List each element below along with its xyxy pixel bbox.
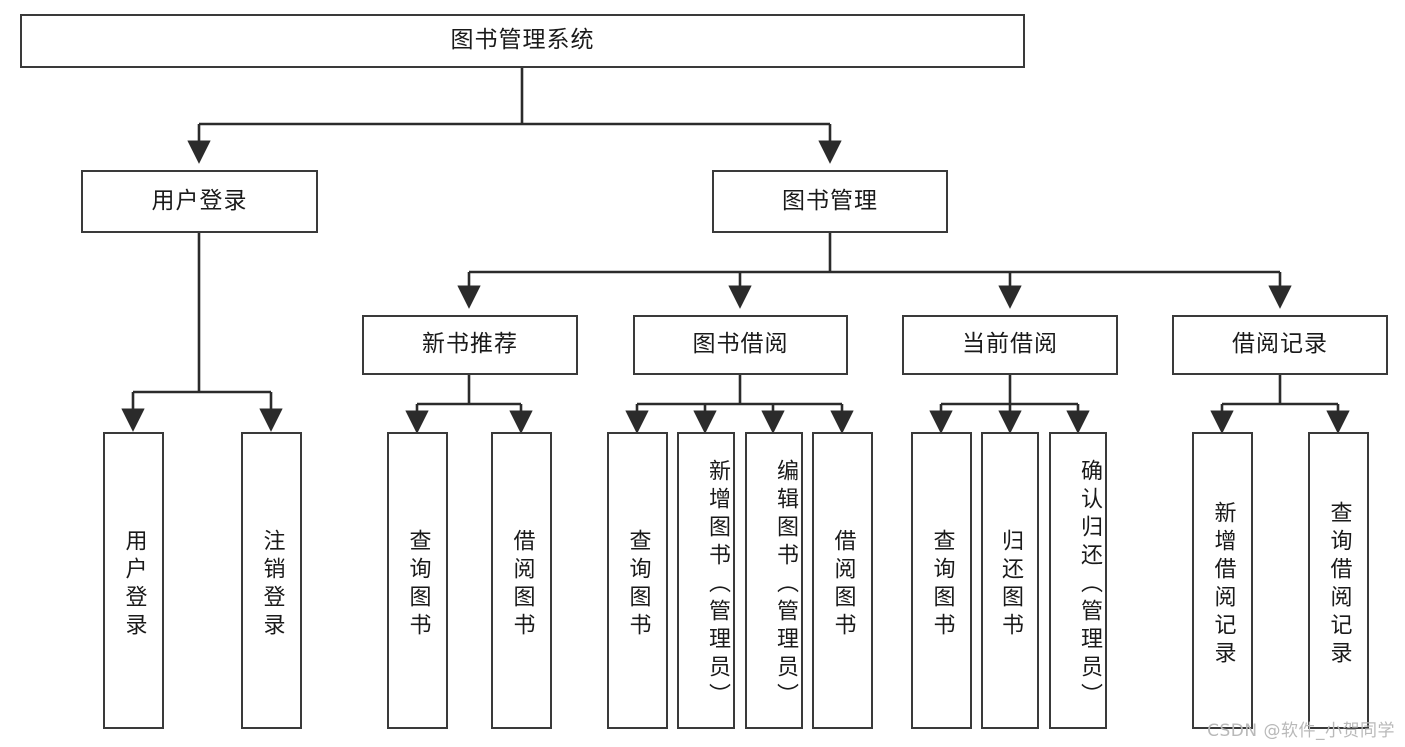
node-label: 借阅记录 (1232, 331, 1328, 358)
node-label: 用户登录 (121, 528, 147, 641)
node-label: 查询图书 (625, 528, 651, 641)
node-label: 新增借阅记录 (1210, 500, 1236, 669)
leaf-recommend-query-book[interactable]: 查询图书 (387, 432, 448, 729)
node-label: 查询图书 (405, 528, 431, 641)
csdn-watermark: CSDN @软件_小贺同学 (1207, 721, 1395, 741)
node-user-login[interactable]: 用户登录 (81, 170, 318, 233)
leaf-borrow-query-book[interactable]: 查询图书 (607, 432, 668, 729)
node-root-system[interactable]: 图书管理系统 (20, 14, 1025, 68)
node-book-borrow[interactable]: 图书借阅 (633, 315, 848, 375)
leaf-borrow-edit-book-admin[interactable]: 编辑图书（管理员） (745, 432, 803, 729)
node-new-book-recommend[interactable]: 新书推荐 (362, 315, 578, 375)
node-label: 查询借阅记录 (1326, 500, 1352, 669)
node-label: 确认归还（管理员） (1077, 458, 1102, 711)
node-current-borrow[interactable]: 当前借阅 (902, 315, 1118, 375)
node-label: 新书推荐 (422, 331, 518, 358)
node-label: 用户登录 (151, 187, 248, 214)
node-label: 查询图书 (929, 528, 955, 641)
node-label: 新增图书（管理员） (705, 458, 730, 711)
leaf-record-query-record[interactable]: 查询借阅记录 (1308, 432, 1369, 729)
node-label: 借阅图书 (830, 528, 856, 641)
leaf-borrow-add-book-admin[interactable]: 新增图书（管理员） (677, 432, 735, 729)
leaf-user-login-logout[interactable]: 注销登录 (241, 432, 302, 729)
node-label: 当前借阅 (962, 331, 1058, 358)
node-label: 图书借阅 (692, 331, 789, 358)
leaf-recommend-borrow-book[interactable]: 借阅图书 (491, 432, 552, 729)
node-book-management[interactable]: 图书管理 (712, 170, 948, 233)
leaf-record-add-record[interactable]: 新增借阅记录 (1192, 432, 1253, 729)
leaf-current-query-book[interactable]: 查询图书 (911, 432, 972, 729)
leaf-current-confirm-return-admin[interactable]: 确认归还（管理员） (1049, 432, 1107, 729)
node-borrow-record[interactable]: 借阅记录 (1172, 315, 1388, 375)
node-label: 借阅图书 (509, 528, 535, 641)
leaf-current-return-book[interactable]: 归还图书 (981, 432, 1039, 729)
node-label: 图书管理 (782, 187, 878, 214)
node-label: 图书管理系统 (450, 27, 595, 54)
node-label: 编辑图书（管理员） (773, 458, 798, 711)
node-label: 归还图书 (998, 528, 1023, 641)
leaf-user-login-login[interactable]: 用户登录 (103, 432, 164, 729)
node-label: 注销登录 (259, 528, 285, 641)
leaf-borrow-borrow-book[interactable]: 借阅图书 (812, 432, 873, 729)
